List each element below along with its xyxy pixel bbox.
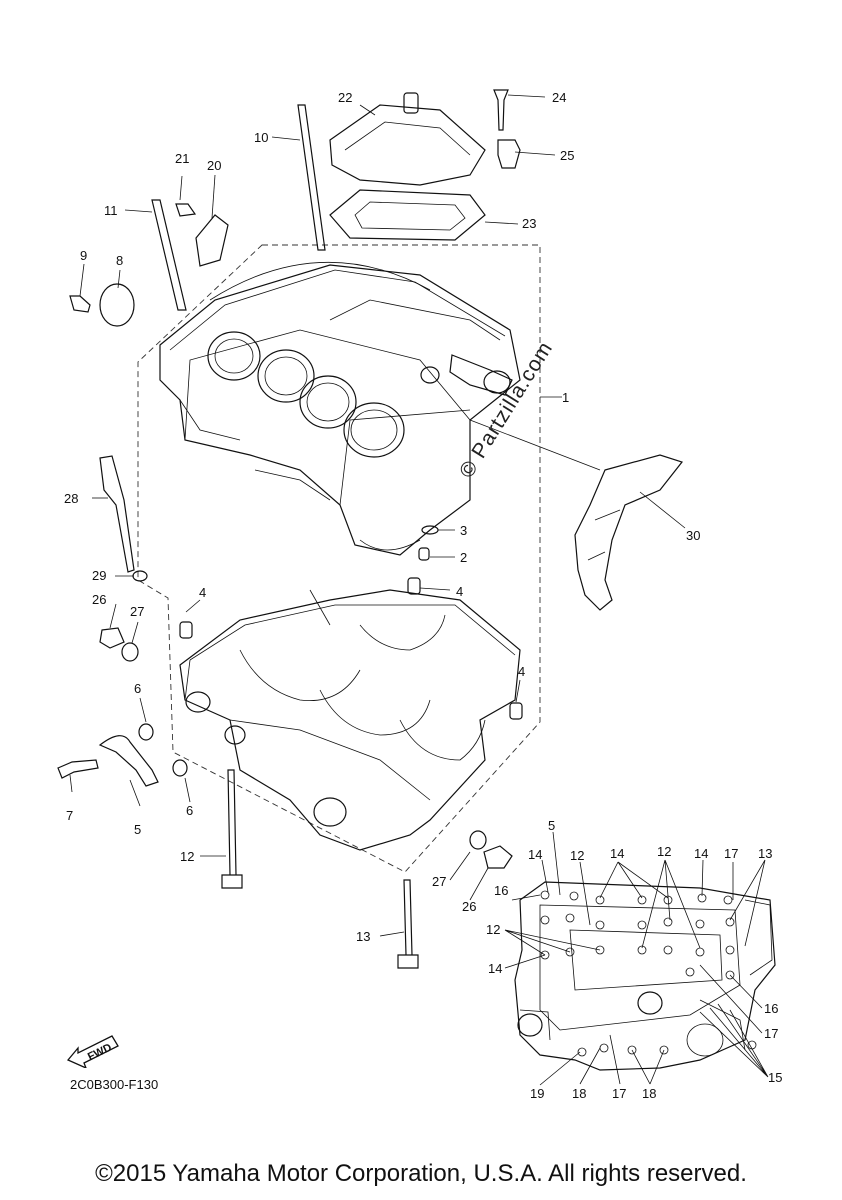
oil-pipe-5 <box>98 735 159 787</box>
callout-24: 24 <box>552 90 566 105</box>
callout-6-a: 6 <box>134 681 141 696</box>
dowel-4-a <box>179 621 193 639</box>
inset-callout-16-b: 16 <box>764 1001 778 1016</box>
callout-9: 9 <box>80 248 87 263</box>
callout-4-c: 4 <box>518 664 525 679</box>
callout-23: 23 <box>522 216 536 231</box>
callout-27-a: 27 <box>130 604 144 619</box>
callout-8: 8 <box>116 253 123 268</box>
inset-callout-18-a: 18 <box>572 1086 586 1101</box>
inset-callout-12-a: 12 <box>570 848 584 863</box>
callout-10: 10 <box>254 130 268 145</box>
inset-assembled-view <box>504 831 776 1086</box>
callout-25: 25 <box>560 148 574 163</box>
inset-callout-12-b: 12 <box>657 844 671 859</box>
washer-27-right <box>469 830 487 850</box>
callout-20: 20 <box>207 158 221 173</box>
callout-29: 29 <box>92 568 106 583</box>
breather-cover <box>329 92 486 241</box>
inset-callout-12-c: 12 <box>486 922 500 937</box>
inset-callout-17-b: 17 <box>764 1026 778 1041</box>
callout-27-b: 27 <box>432 874 446 889</box>
callout-21: 21 <box>175 151 189 166</box>
clamp-25 <box>497 139 521 169</box>
bracket-30 <box>574 454 684 611</box>
upper-crankcase <box>159 261 521 556</box>
callout-12: 12 <box>180 849 194 864</box>
callout-7: 7 <box>66 808 73 823</box>
plug-26-left <box>99 627 125 649</box>
dowel-4-b <box>407 577 421 595</box>
inset-callout-18-b: 18 <box>642 1086 656 1101</box>
fwd-label: FWD <box>86 1042 114 1064</box>
callout-3: 3 <box>460 523 467 538</box>
inset-callout-16-a: 16 <box>494 883 508 898</box>
callout-6-b: 6 <box>186 803 193 818</box>
callout-28: 28 <box>64 491 78 506</box>
assembly-boundary <box>137 244 541 873</box>
plug-26-right <box>483 845 513 869</box>
inset-callout-19: 19 <box>530 1086 544 1101</box>
callout-30: 30 <box>686 528 700 543</box>
callout-5: 5 <box>134 822 141 837</box>
washer-27-left <box>121 642 139 662</box>
inset-callout-17-a: 17 <box>724 846 738 861</box>
lower-crankcase <box>179 589 521 851</box>
cover-8 <box>99 283 135 327</box>
bolt-24 <box>493 89 509 131</box>
callout-11: 11 <box>104 203 118 218</box>
dowel-2 <box>418 547 430 561</box>
callout-4-a: 4 <box>199 585 206 600</box>
callout-22: 22 <box>338 90 352 105</box>
diagram-code: 2C0B300-F130 <box>70 1077 159 1092</box>
bolt-12 <box>221 769 243 889</box>
copyright-notice: ©2015 Yamaha Motor Corporation, U.S.A. A… <box>95 1160 747 1187</box>
inset-callout-14-c: 14 <box>694 846 708 861</box>
gasket-29 <box>132 570 148 582</box>
fwd-arrow-icon: FWD <box>66 1035 119 1068</box>
bolt-9 <box>69 295 91 313</box>
leader-lines <box>69 94 686 937</box>
oring-6-b <box>172 759 188 777</box>
inset-callout-14-a: 14 <box>528 847 542 862</box>
inset-callout-13: 13 <box>758 846 772 861</box>
callout-26-b: 26 <box>462 899 476 914</box>
plate-20 <box>195 214 229 267</box>
inset-callout-17-c: 17 <box>612 1086 626 1101</box>
inset-callout-14-d: 14 <box>488 961 502 976</box>
bolt-7 <box>57 759 99 779</box>
callout-26-a: 26 <box>92 592 106 607</box>
callout-13: 13 <box>356 929 370 944</box>
inset-callout-15: 15 <box>768 1070 782 1085</box>
stud-11 <box>151 199 187 311</box>
dowel-4-c <box>509 702 523 720</box>
screw-21 <box>175 203 197 217</box>
oil-switch-28 <box>99 455 135 573</box>
callout-4-b: 4 <box>456 584 463 599</box>
oring-6-a <box>138 723 154 741</box>
inset-callout-5: 5 <box>548 818 555 833</box>
callout-2: 2 <box>460 550 467 565</box>
callout-1: 1 <box>562 390 569 405</box>
stud-10 <box>297 104 326 251</box>
inset-callout-14-b: 14 <box>610 846 624 861</box>
bracket-30-detail <box>587 509 621 561</box>
bolt-13 <box>397 879 419 969</box>
